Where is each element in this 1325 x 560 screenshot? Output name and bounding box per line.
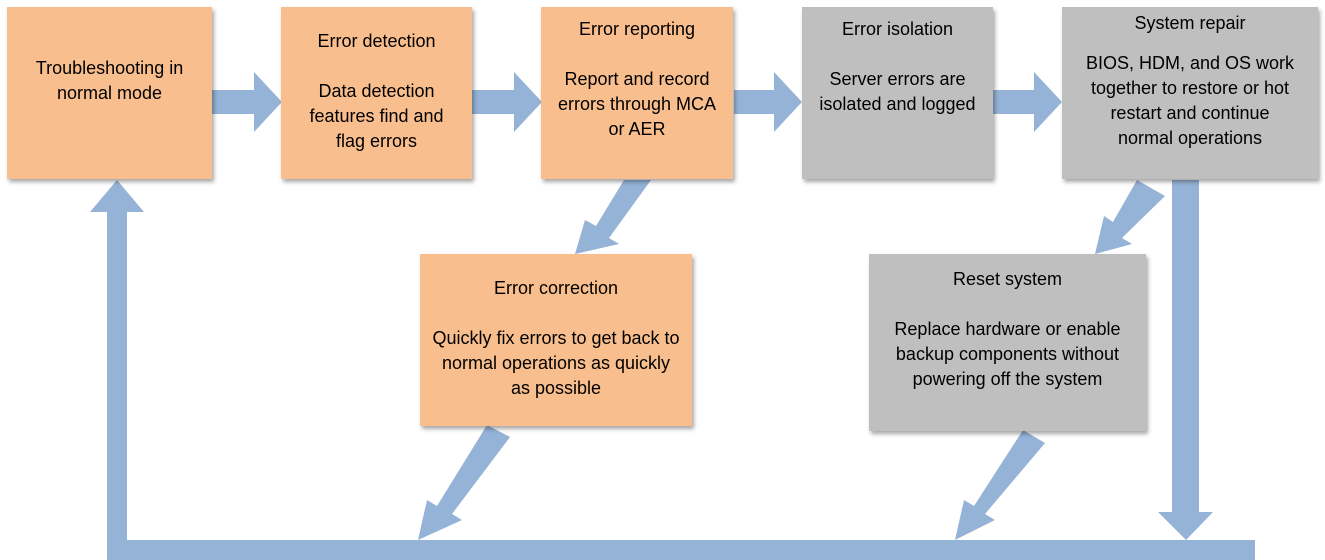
error-isolation-title: Error isolation bbox=[841, 19, 954, 39]
error-detection-desc: Data detection features find and flag er… bbox=[309, 81, 444, 151]
troubleshooting-box: Troubleshooting in normal mode bbox=[7, 7, 212, 179]
reset-system-box: Reset system Replace hardware or enable … bbox=[869, 254, 1146, 431]
error-correction-box: Error correction Quickly fix errors to g… bbox=[420, 254, 692, 426]
error-correction-title: Error correction bbox=[493, 278, 619, 298]
arrow-repair-down-shaft bbox=[1172, 180, 1199, 512]
error-isolation-desc: Server errors are isolated and logged bbox=[819, 69, 976, 114]
reset-system-desc: Replace hardware or enable backup compon… bbox=[894, 319, 1121, 389]
error-detection-title: Error detection bbox=[317, 31, 436, 51]
error-reporting-desc: Report and record errors through MCA or … bbox=[557, 69, 717, 139]
error-correction-desc: Quickly fix errors to get back to normal… bbox=[432, 328, 680, 398]
return-bar-bottom bbox=[107, 540, 1255, 560]
arrow-repair-down-head bbox=[1158, 512, 1213, 540]
arrow-reporting-to-isolation bbox=[734, 72, 802, 132]
system-repair-desc: BIOS, HDM, and OS work together to resto… bbox=[1085, 53, 1295, 148]
arrow-detection-to-reporting bbox=[472, 72, 542, 132]
arrow-correction-to-bottom bbox=[418, 425, 510, 540]
arrow-reporting-to-correction bbox=[575, 180, 651, 254]
return-bar-left bbox=[107, 210, 127, 545]
reset-system-title: Reset system bbox=[952, 269, 1063, 289]
arrow-reset-to-bottom bbox=[955, 430, 1045, 540]
troubleshooting-title: Troubleshooting in normal mode bbox=[35, 58, 184, 103]
error-reporting-title: Error reporting bbox=[578, 19, 696, 39]
error-detection-box: Error detection Data detection features … bbox=[281, 7, 472, 179]
return-arrowhead-up bbox=[90, 180, 144, 212]
error-isolation-box: Error isolation Server errors are isolat… bbox=[802, 7, 993, 179]
arrow-isolation-to-repair bbox=[993, 72, 1062, 132]
arrow-troubleshoot-to-detection bbox=[212, 72, 282, 132]
error-reporting-box: Error reporting Report and record errors… bbox=[541, 7, 733, 179]
system-repair-title: System repair bbox=[1134, 13, 1246, 33]
arrow-repair-to-reset bbox=[1095, 180, 1165, 254]
system-repair-box: System repair BIOS, HDM, and OS work tog… bbox=[1062, 7, 1318, 179]
